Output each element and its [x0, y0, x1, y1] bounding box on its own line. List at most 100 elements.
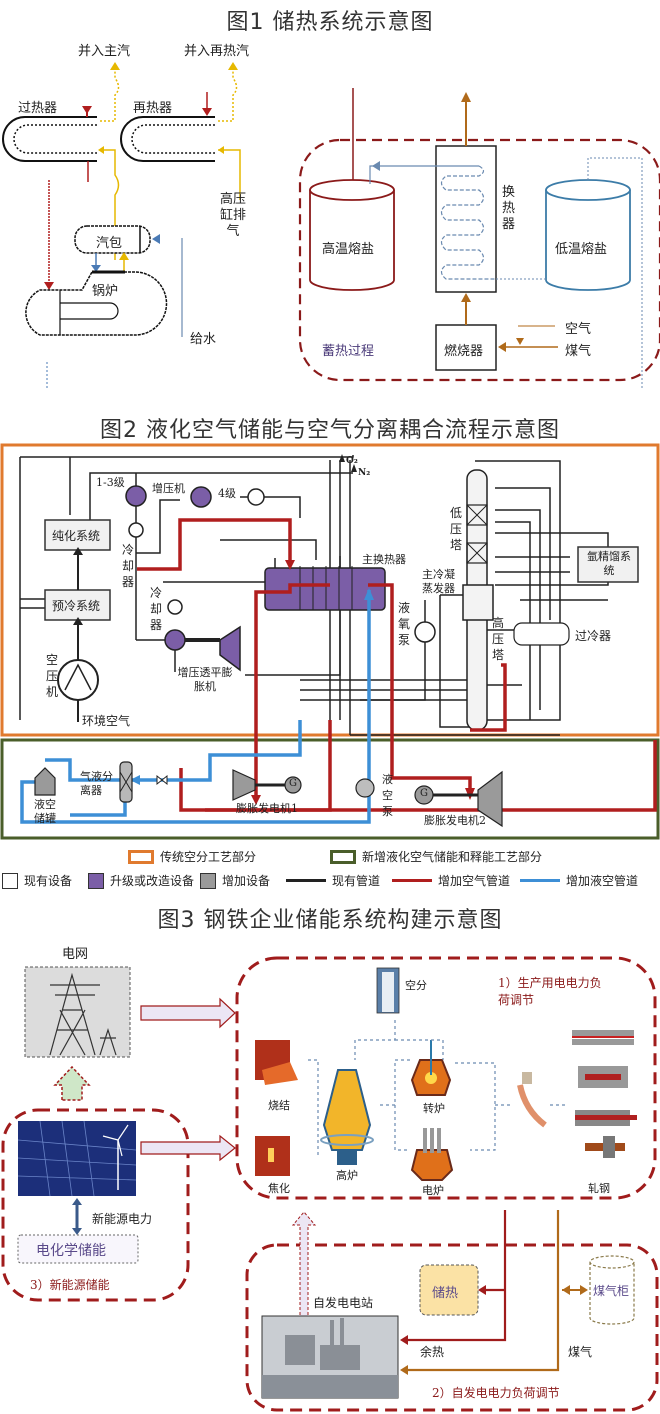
blast-furnace-icon	[322, 1069, 372, 1151]
label-n2: N₂	[358, 468, 371, 478]
renewable-image	[18, 1121, 136, 1196]
legend-existing-pipe: 现有管道	[286, 872, 380, 889]
legend-line-blue	[520, 879, 560, 882]
legend-upgraded-equip-label: 升级或改造设备	[110, 874, 195, 888]
label-booster: 增压机	[152, 482, 185, 495]
label-purify: 纯化系统	[52, 529, 101, 543]
label-main-hx: 主换热器	[362, 553, 406, 566]
label-exp-gen2: 膨胀发电机2	[424, 814, 486, 827]
legend-swatch-white	[2, 872, 18, 889]
region-self-gen	[245, 1243, 659, 1412]
heat-storage-box	[419, 1264, 479, 1316]
expander-gen1	[232, 769, 256, 801]
label-electrochem: 电化学储能	[36, 1243, 106, 1259]
hot-salt-tank	[309, 190, 395, 291]
label-drum: 汽包	[96, 236, 123, 251]
legend-existing-equip: 现有设备	[2, 872, 72, 889]
la-tank	[34, 767, 56, 796]
label-blast-furnace: 高炉	[336, 1169, 358, 1182]
label-hp-exhaust: 高压缸排气	[219, 192, 246, 239]
label-heat-storage: 储热	[432, 1286, 459, 1301]
superheater-tube	[2, 116, 97, 162]
main-heat-exchanger	[264, 567, 386, 611]
label-ambient-air: 环境空气	[82, 714, 131, 728]
legend-line-red	[392, 879, 432, 882]
legend-line-black	[286, 879, 326, 882]
label-exp-gen1: 膨胀发电机1	[236, 802, 298, 815]
label-la-tank: 液空储罐	[34, 798, 56, 825]
label-lox-pump: 液氧泵	[398, 601, 411, 647]
fig1-title: 图1 储热系统示意图	[226, 10, 434, 35]
label-eaf: 电炉	[422, 1184, 444, 1197]
label-cooler1: 冷却器	[122, 543, 135, 589]
subcooler	[513, 622, 570, 646]
label-reheat-steam: 并入再热汽	[184, 44, 250, 59]
expander-gen2	[477, 770, 503, 828]
legend-added-air-pipe: 增加空气管道	[392, 872, 510, 889]
label-subcooler: 过冷器	[575, 629, 612, 643]
arrow-grid-to-production	[140, 997, 236, 1029]
legend-added-equip-label: 增加设备	[222, 874, 271, 888]
legend-added-equip: 增加设备	[200, 872, 270, 889]
label-o2: O₂	[346, 456, 358, 466]
legend-traditional: 传统空分工艺部分	[128, 848, 256, 865]
label-gas: 煤气	[565, 344, 592, 359]
label-sinter: 烧结	[268, 1099, 290, 1112]
label-self-power: 自发电电站	[313, 1296, 374, 1310]
fig2-title: 图2 液化空气储能与空气分离耦合流程示意图	[100, 418, 560, 443]
booster-stage4	[190, 486, 212, 508]
label-main-cond: 主冷凝蒸发器	[422, 568, 455, 595]
storage-region	[298, 138, 660, 382]
cooler1	[128, 522, 144, 538]
fig3-title: 图3 钢铁企业储能系统构建示意图	[157, 908, 503, 933]
turbo-expander	[219, 625, 241, 672]
label-cold-salt: 低温熔盐	[555, 242, 608, 257]
legend-swatch-gray	[200, 872, 216, 889]
legend-added-air-pipe-label: 增加空气管道	[438, 874, 511, 888]
label-gl-sep: 气液分离器	[80, 770, 113, 797]
label-converter: 转炉	[423, 1102, 445, 1115]
legend-existing-pipe-label: 现有管道	[332, 874, 381, 888]
air-compressor	[57, 659, 99, 701]
label-stage4: 4级	[218, 487, 236, 500]
label-burner: 燃烧器	[444, 344, 484, 359]
label-coking: 焦化	[268, 1182, 290, 1195]
grid-image	[24, 966, 131, 1058]
legend-traditional-label: 传统空分工艺部分	[160, 850, 257, 864]
label-precool: 预冷系统	[52, 599, 101, 613]
legend-new: 新增液化空气储能和释能工艺部分	[330, 848, 542, 865]
lox-pump	[414, 621, 436, 643]
label-grid: 电网	[62, 947, 89, 962]
label-new-energy: 新能源电力	[92, 1212, 153, 1226]
legend-swatch-orange	[128, 849, 154, 864]
region-production	[235, 956, 657, 1200]
label-storage-process: 蓄热过程	[322, 344, 375, 359]
fig1-diagram	[2, 62, 660, 390]
argon-system	[577, 546, 639, 583]
label-g2: G	[420, 788, 428, 799]
label-section1: 1）生产用电电力负荷调节	[498, 976, 602, 1007]
booster-stage13	[125, 485, 147, 507]
label-air-sep: 空分	[405, 979, 427, 992]
legend-added-la-pipe-label: 增加液空管道	[566, 874, 639, 888]
label-boiler: 锅炉	[92, 284, 119, 299]
label-booster-turbo: 增压透平膨胀机	[177, 666, 233, 693]
drum	[74, 225, 151, 254]
arrow-renewable-to-production	[140, 1134, 236, 1162]
caster-icon	[517, 1084, 547, 1128]
label-waste-heat: 余热	[420, 1345, 445, 1359]
label-hot-salt: 高温熔盐	[322, 242, 375, 257]
label-heat-exchanger: 换热器	[502, 185, 516, 232]
legend-swatch-purple	[88, 872, 104, 889]
label-lp-column: 低压塔	[450, 506, 463, 552]
legend-new-label: 新增液化空气储能和释能工艺部分	[362, 850, 543, 864]
label-gas-holder: 煤气柜	[593, 1284, 630, 1298]
reheater-tube	[120, 116, 215, 162]
label-argon: 氩精馏系统	[587, 550, 631, 577]
label-section3: 3）新能源储能	[30, 1278, 110, 1292]
label-rolling: 轧钢	[588, 1182, 610, 1195]
legend-existing-equip-label: 现有设备	[24, 874, 73, 888]
label-superheater: 过热器	[18, 101, 58, 116]
generator2	[414, 785, 434, 805]
label-main-steam: 并入主汽	[78, 44, 131, 59]
